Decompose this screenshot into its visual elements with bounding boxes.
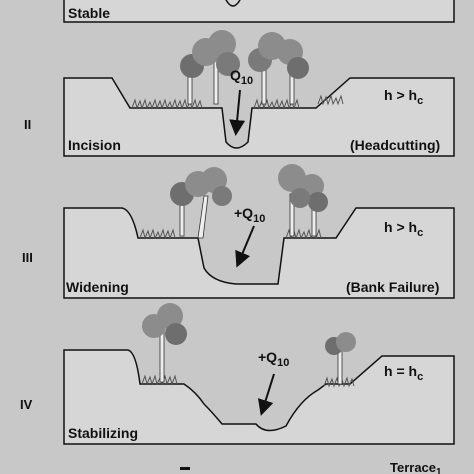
stage-name-widening: Widening bbox=[66, 279, 129, 295]
tree-icon bbox=[278, 164, 328, 237]
stage-roman-iii: III bbox=[22, 250, 33, 265]
stable-channel bbox=[225, 0, 241, 7]
tree-icon bbox=[142, 303, 187, 383]
incision-ground bbox=[63, 77, 455, 157]
terrace-label: Terrace1 bbox=[390, 460, 442, 474]
panel-incision: Q10 h > hc II Incision (Headcutting) bbox=[24, 30, 455, 157]
tree-icon bbox=[248, 32, 309, 105]
stable-ground bbox=[63, 0, 455, 23]
relation-label: h > hc bbox=[384, 87, 423, 107]
relation-label: h = hc bbox=[384, 363, 423, 383]
stage-name-stabilizing: Stabilizing bbox=[68, 425, 138, 441]
stage-roman-ii: II bbox=[24, 117, 31, 132]
flow-label: Q10 bbox=[230, 67, 253, 87]
widening-ground bbox=[63, 207, 455, 299]
stage-note-bank-failure: (Bank Failure) bbox=[346, 279, 439, 295]
panel-stable: Stable bbox=[63, 0, 455, 23]
flow-arrow-icon bbox=[229, 89, 246, 136]
terrace-marker bbox=[180, 467, 190, 470]
panel-widening: +Q10 h > hc III Widening (Bank Failure) bbox=[22, 164, 455, 299]
tree-icon bbox=[170, 167, 232, 239]
stage-note-headcutting: (Headcutting) bbox=[350, 137, 440, 153]
stage-name-incision: Incision bbox=[68, 137, 121, 153]
flow-arrow-icon bbox=[257, 373, 275, 416]
flow-label: +Q10 bbox=[234, 205, 265, 225]
stabilizing-ground bbox=[63, 349, 455, 445]
stage-name-stable: Stable bbox=[68, 5, 110, 21]
panel-stabilizing: +Q10 h = hc IV Stabilizing bbox=[20, 303, 455, 445]
stage-roman-iv: IV bbox=[20, 397, 33, 412]
footer-strip: Terrace1 bbox=[180, 460, 442, 474]
relation-label: h > hc bbox=[384, 219, 423, 239]
tree-icon bbox=[180, 30, 240, 105]
flow-label: +Q10 bbox=[258, 349, 289, 369]
tree-icon bbox=[325, 332, 356, 385]
flow-arrow-icon bbox=[235, 225, 255, 268]
